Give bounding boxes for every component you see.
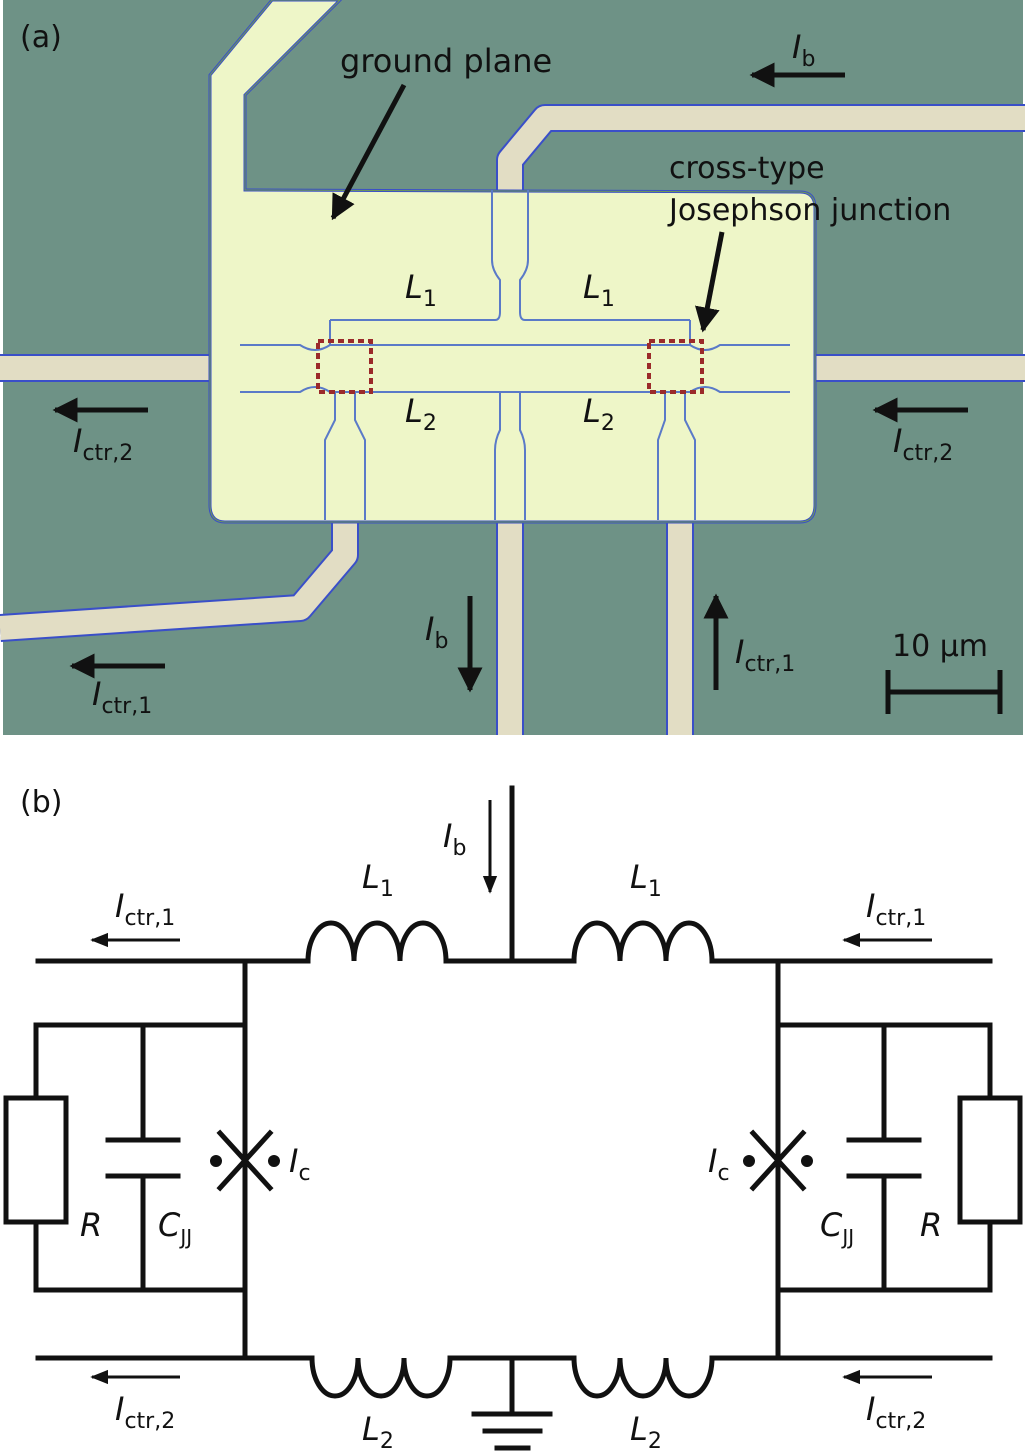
label-ctr2-left-a: Ictr,2: [73, 422, 133, 466]
right-shunt-bottom: [775, 1219, 993, 1293]
label-ctr2-right-a: Ictr,2: [893, 422, 953, 466]
label-r-left: R: [80, 1206, 102, 1244]
label-cjj-left: CJJ: [158, 1206, 192, 1249]
left-shunt-top: [33, 1022, 248, 1101]
junction-dots: [210, 1155, 813, 1167]
ground-plane-label: ground plane: [340, 42, 552, 80]
label-ctr1-right-b: Ictr,1: [866, 887, 926, 931]
label-ib-top: Ib: [792, 28, 815, 72]
label-ic-right: Ic: [708, 1142, 730, 1186]
junction-left: [216, 1129, 274, 1192]
left-shunt-bottom: [33, 1219, 248, 1293]
label-L2-right-b: L2: [630, 1410, 662, 1454]
resistor-left: [3, 1095, 69, 1225]
scale-bar-label: 10 μm: [892, 629, 988, 664]
inductor-L2-left: [309, 1355, 453, 1399]
resistor-right: [957, 1095, 1023, 1225]
label-ctr1-left-a: Ictr,1: [92, 675, 152, 719]
ground-plane-pointer: [330, 83, 407, 221]
label-L1-left-b: L1: [362, 858, 394, 902]
current-arrows-b: [90, 800, 932, 1385]
ground-symbol: [471, 1355, 553, 1451]
junction-box-left: [316, 339, 373, 394]
label-ic-left: Ic: [289, 1142, 311, 1186]
label-ib-bottom: Ib: [425, 610, 448, 654]
scale-bar: [885, 670, 1003, 714]
label-ctr1-left-b: Ictr,1: [115, 887, 175, 931]
junction-right: [749, 1129, 807, 1192]
panel-a-label: (a): [20, 20, 62, 55]
label-L2-right-a: L2: [583, 392, 615, 436]
label-ctr2-right-b: Ictr,2: [866, 1390, 926, 1434]
label-L1-left-a: L1: [405, 268, 437, 312]
micrograph-panel: (a) ground plane cross-type Josephson ju…: [0, 0, 1025, 735]
label-ib-b: Ib: [443, 817, 466, 861]
strip-outlines: [240, 190, 790, 520]
inductor-L2-right: [571, 1355, 715, 1399]
label-r-right: R: [920, 1206, 942, 1244]
circuit-panel: [3, 785, 1023, 1451]
circuit-labels: (b) L1 L1 L2 L2 Ib Ictr,1 Ictr,1 Ictr,2 …: [20, 785, 942, 1454]
junction-label-line2: Josephson junction: [667, 193, 951, 228]
inductor-L1-left: [305, 920, 449, 964]
junction-pointer: [695, 231, 725, 333]
label-ctr2-left-b: Ictr,2: [115, 1390, 175, 1434]
current-arrows-a: [52, 62, 968, 693]
wires: [0, 104, 1025, 735]
right-shunt-top: [775, 1022, 993, 1101]
junction-markers: [316, 339, 704, 394]
label-ctr1-right-a: Ictr,1: [735, 633, 795, 677]
junction-label-line1: cross-type: [669, 151, 825, 186]
panel-b-label: (b): [20, 785, 62, 820]
label-L2-left-a: L2: [405, 392, 437, 436]
inductor-L1-right: [571, 920, 715, 964]
label-L1-right-a: L1: [583, 268, 615, 312]
label-L2-left-b: L2: [362, 1410, 394, 1454]
label-L1-right-b: L1: [630, 858, 662, 902]
junction-box-right: [647, 339, 704, 394]
label-cjj-right: CJJ: [820, 1206, 854, 1249]
